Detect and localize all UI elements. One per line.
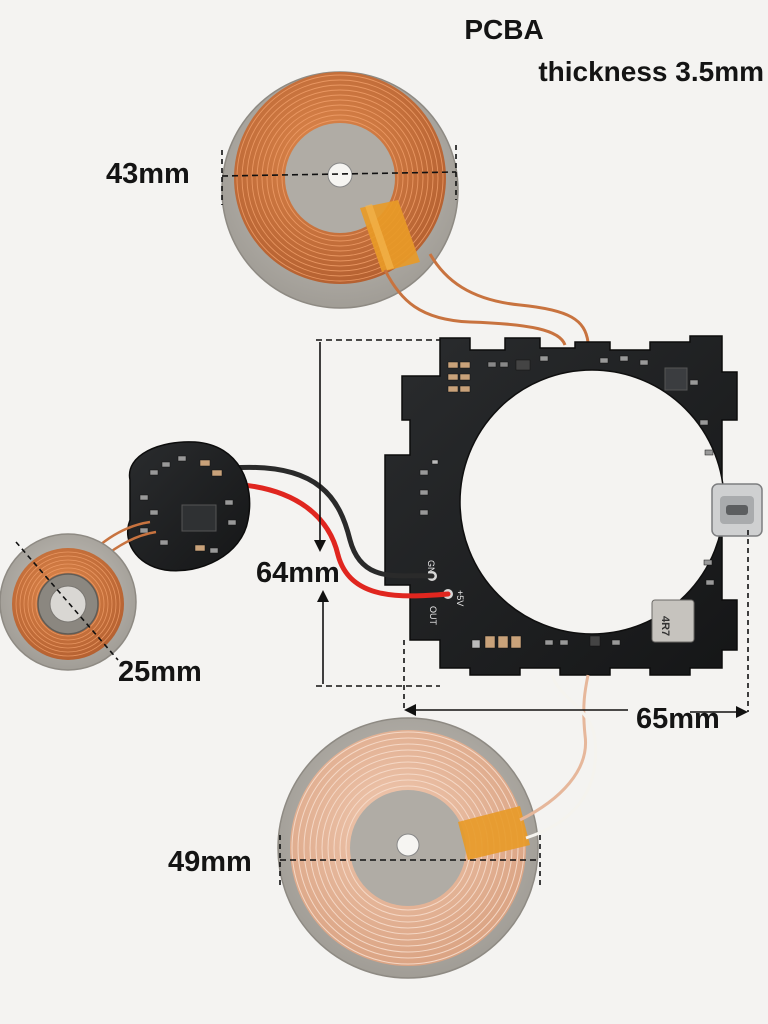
coil-bottom-leads xyxy=(519,674,598,840)
dim-label-65mm: 65mm xyxy=(636,703,720,735)
silk-gnd: GND xyxy=(426,560,436,581)
title-pcba: PCBA xyxy=(464,14,544,45)
silk-4r7: 4R7 xyxy=(659,616,671,636)
small-pcb xyxy=(126,441,251,572)
coil-top-leads xyxy=(383,253,590,346)
dim-label-64mm: 64mm xyxy=(256,557,340,589)
dimension-arrowheads xyxy=(314,540,748,718)
dim-label-43mm: 43mm xyxy=(106,158,190,190)
dim-label-49mm: 49mm xyxy=(168,846,252,878)
power-wires xyxy=(229,464,451,599)
dim-label-25mm: 25mm xyxy=(118,656,202,688)
silk-5v: +5V xyxy=(455,590,465,606)
silk-out: OUT xyxy=(428,606,438,626)
dimension-lines xyxy=(15,145,749,885)
coil-bottom xyxy=(277,717,539,979)
coil-top xyxy=(221,71,459,309)
pcb-board: GND +5V OUT 4R7 xyxy=(384,335,763,676)
title-thickness: thickness 3.5mm xyxy=(538,56,764,87)
coil-small xyxy=(0,533,137,671)
